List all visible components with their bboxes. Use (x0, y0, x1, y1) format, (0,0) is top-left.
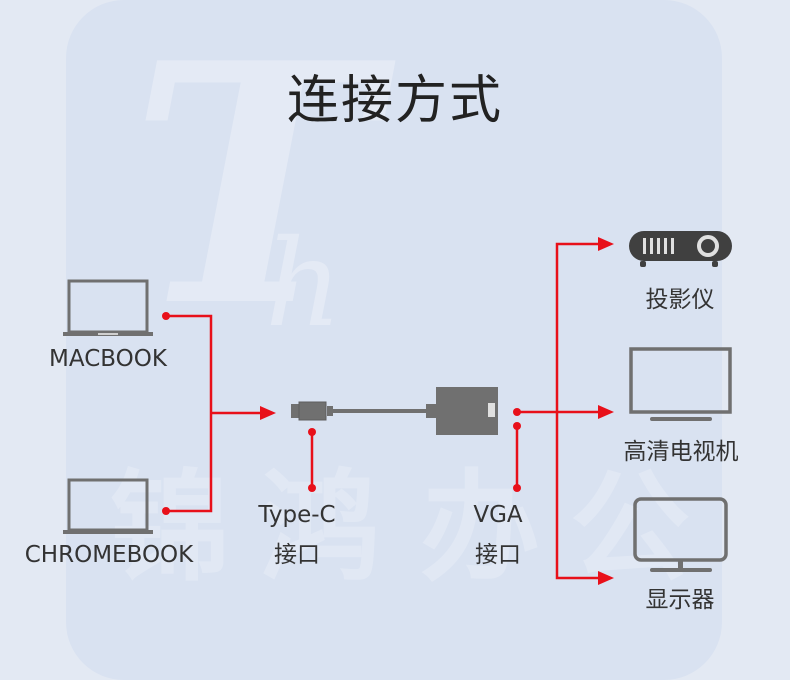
arrow-head (260, 406, 276, 420)
connector-dot (162, 507, 170, 515)
source-label-macbook: MACBOOK (49, 346, 167, 372)
watermark-char: 鸿 (260, 457, 380, 598)
laptop-icon (63, 478, 153, 534)
connector-dot (513, 484, 521, 492)
watermark-letter-h: h (265, 215, 343, 354)
typec-label-sub: 接口 (274, 542, 320, 568)
target-label-projector: 投影仪 (645, 287, 715, 313)
arrow-head (598, 405, 614, 419)
cable (333, 409, 427, 413)
source-label-chromebook: CHROMEBOOK (24, 542, 194, 568)
monitor-icon (633, 497, 728, 572)
watermark-char: 办 (420, 457, 540, 598)
connector-dot (308, 484, 316, 492)
target-connector (517, 242, 600, 580)
arrow-head (598, 237, 614, 251)
target-label-tv: 高清电视机 (623, 439, 739, 465)
connector-dot (308, 428, 316, 436)
background-panel (66, 0, 722, 680)
usb-c-plug-icon (291, 401, 333, 421)
laptop-icon (63, 279, 153, 336)
arrow-head (598, 571, 614, 585)
projector-icon (629, 231, 732, 267)
connector-dot (162, 312, 170, 320)
typec-label: Type-C (258, 502, 336, 528)
target-label-monitor: 显示器 (645, 587, 715, 613)
connector-dot (513, 408, 521, 416)
connector-dot (513, 422, 521, 430)
watermark-char: 公 (570, 457, 690, 598)
source-connector (166, 314, 262, 513)
watermark-letter-t: T (130, 0, 376, 379)
vga-adapter-icon (426, 387, 498, 435)
page-title: 连接方式 (286, 71, 503, 131)
tv-icon (629, 347, 732, 421)
vga-label: VGA (473, 502, 523, 528)
connection-diagram (63, 231, 732, 585)
vga-label-sub: 接口 (475, 542, 521, 568)
